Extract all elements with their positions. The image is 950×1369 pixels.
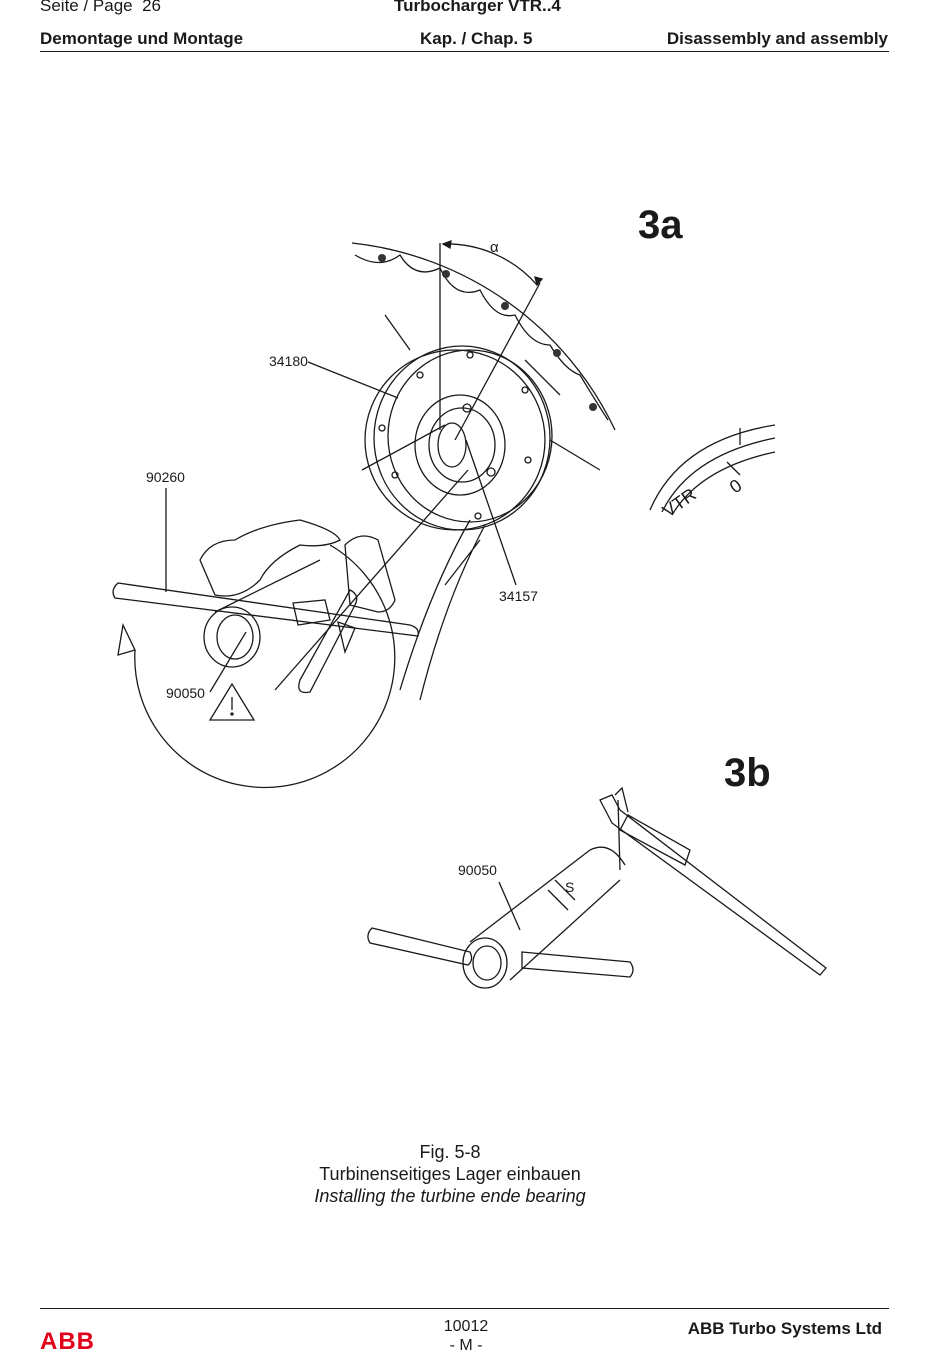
- callout-34180: 34180: [269, 353, 308, 369]
- socket-tube-edge: [214, 559, 321, 613]
- caliper-slider: [619, 814, 691, 866]
- socket-tube-end: [203, 606, 261, 668]
- gap-dim-line: [554, 879, 576, 901]
- company-name: ABB Turbo Systems Ltd: [687, 1319, 882, 1338]
- t-bar-handle: [112, 582, 419, 637]
- page-label: Seite / Page 26: [40, 0, 161, 16]
- tool-tube-top: [361, 424, 446, 471]
- doc-suffix: - M -: [449, 1337, 483, 1354]
- socket-3b-top: [469, 849, 591, 943]
- angle-ref-line-2: [454, 282, 541, 441]
- cross-rod-end: [292, 599, 331, 626]
- tool-tube-end: [437, 422, 467, 468]
- socket-3b-end: [462, 937, 508, 989]
- leader-90050a: [209, 631, 247, 693]
- t-bar-3b-left: [367, 927, 473, 966]
- rotation-circle: [134, 544, 396, 789]
- mallet-head: [344, 535, 396, 613]
- chapter-label: Kap. / Chap. 5: [420, 29, 533, 48]
- bearing-bore: [414, 394, 506, 496]
- casing-ribs: [384, 314, 601, 471]
- t-bar-3b-right: [521, 951, 634, 978]
- callout-34157: 34157: [499, 588, 538, 604]
- bearing-inner: [428, 407, 496, 483]
- socket-3b-bottom: [509, 879, 621, 981]
- page-number: 26: [142, 0, 161, 15]
- figure-title-de: Turbinenseitiges Lager einbauen: [319, 1164, 581, 1184]
- flange-bolt-holes: [378, 351, 532, 520]
- socket-3b-bore: [472, 945, 502, 981]
- rotation-arrow-icon: [117, 622, 136, 656]
- tool-tube-bottom: [274, 469, 469, 691]
- socket-tube-bore: [216, 614, 254, 660]
- rotation-arrow-icon-2: [337, 620, 356, 655]
- ring-bolts: [378, 254, 597, 411]
- product-title: Turbocharger VTR..4: [394, 0, 561, 15]
- abb-logo: ABB: [40, 1328, 95, 1355]
- detail-zero-mark: 0: [726, 475, 746, 497]
- callout-90260: 90260: [146, 469, 185, 485]
- section-de: Demontage und Montage: [40, 29, 244, 48]
- callout-90050-a: 90050: [166, 685, 205, 701]
- angle-arrowheads: [441, 240, 544, 287]
- page-label-text: Seite / Page: [40, 0, 133, 15]
- figure-title-en: Installing the turbine ende bearing: [314, 1186, 586, 1206]
- angle-alpha-label: α: [490, 239, 499, 256]
- bearing-flange-rim-2: [387, 349, 553, 523]
- header-rule: [40, 51, 889, 52]
- bearing-flange-rim: [373, 345, 551, 531]
- caliper-jaw-2: [617, 799, 621, 871]
- view-3a-label: 3a: [638, 203, 683, 247]
- caliper-jaw: [614, 786, 629, 813]
- casing-lower-lines: [399, 519, 486, 701]
- detail-arc-inner: [671, 451, 776, 516]
- hand-outline: [199, 519, 341, 597]
- detail-mark-2: [726, 461, 741, 476]
- footer-rule: [40, 1308, 889, 1309]
- section-en: Disassembly and assembly: [666, 29, 888, 48]
- detail-arc-mid: [661, 437, 776, 513]
- figure-number: Fig. 5-8: [419, 1142, 481, 1162]
- casing-outer-arc: [351, 242, 616, 431]
- warning-dot: [230, 712, 234, 716]
- gap-s-label: S: [565, 879, 574, 895]
- caliper-beam: [599, 794, 827, 976]
- leader-34180: [307, 361, 399, 399]
- detail-arc-outer: [649, 424, 776, 511]
- callout-90050-b: 90050: [458, 862, 497, 878]
- view-3b-label: 3b: [724, 751, 771, 795]
- warning-triangle-icon: [208, 682, 256, 721]
- leader-34157: [465, 439, 517, 586]
- socket-3b-step: [589, 846, 626, 866]
- doc-number: 10012: [443, 1318, 489, 1335]
- cross-rod: [298, 589, 358, 694]
- casing-scallop: [354, 254, 609, 421]
- gap-dim-line-2: [547, 889, 569, 911]
- angle-arc: [442, 243, 538, 286]
- leader-90050b: [498, 881, 521, 931]
